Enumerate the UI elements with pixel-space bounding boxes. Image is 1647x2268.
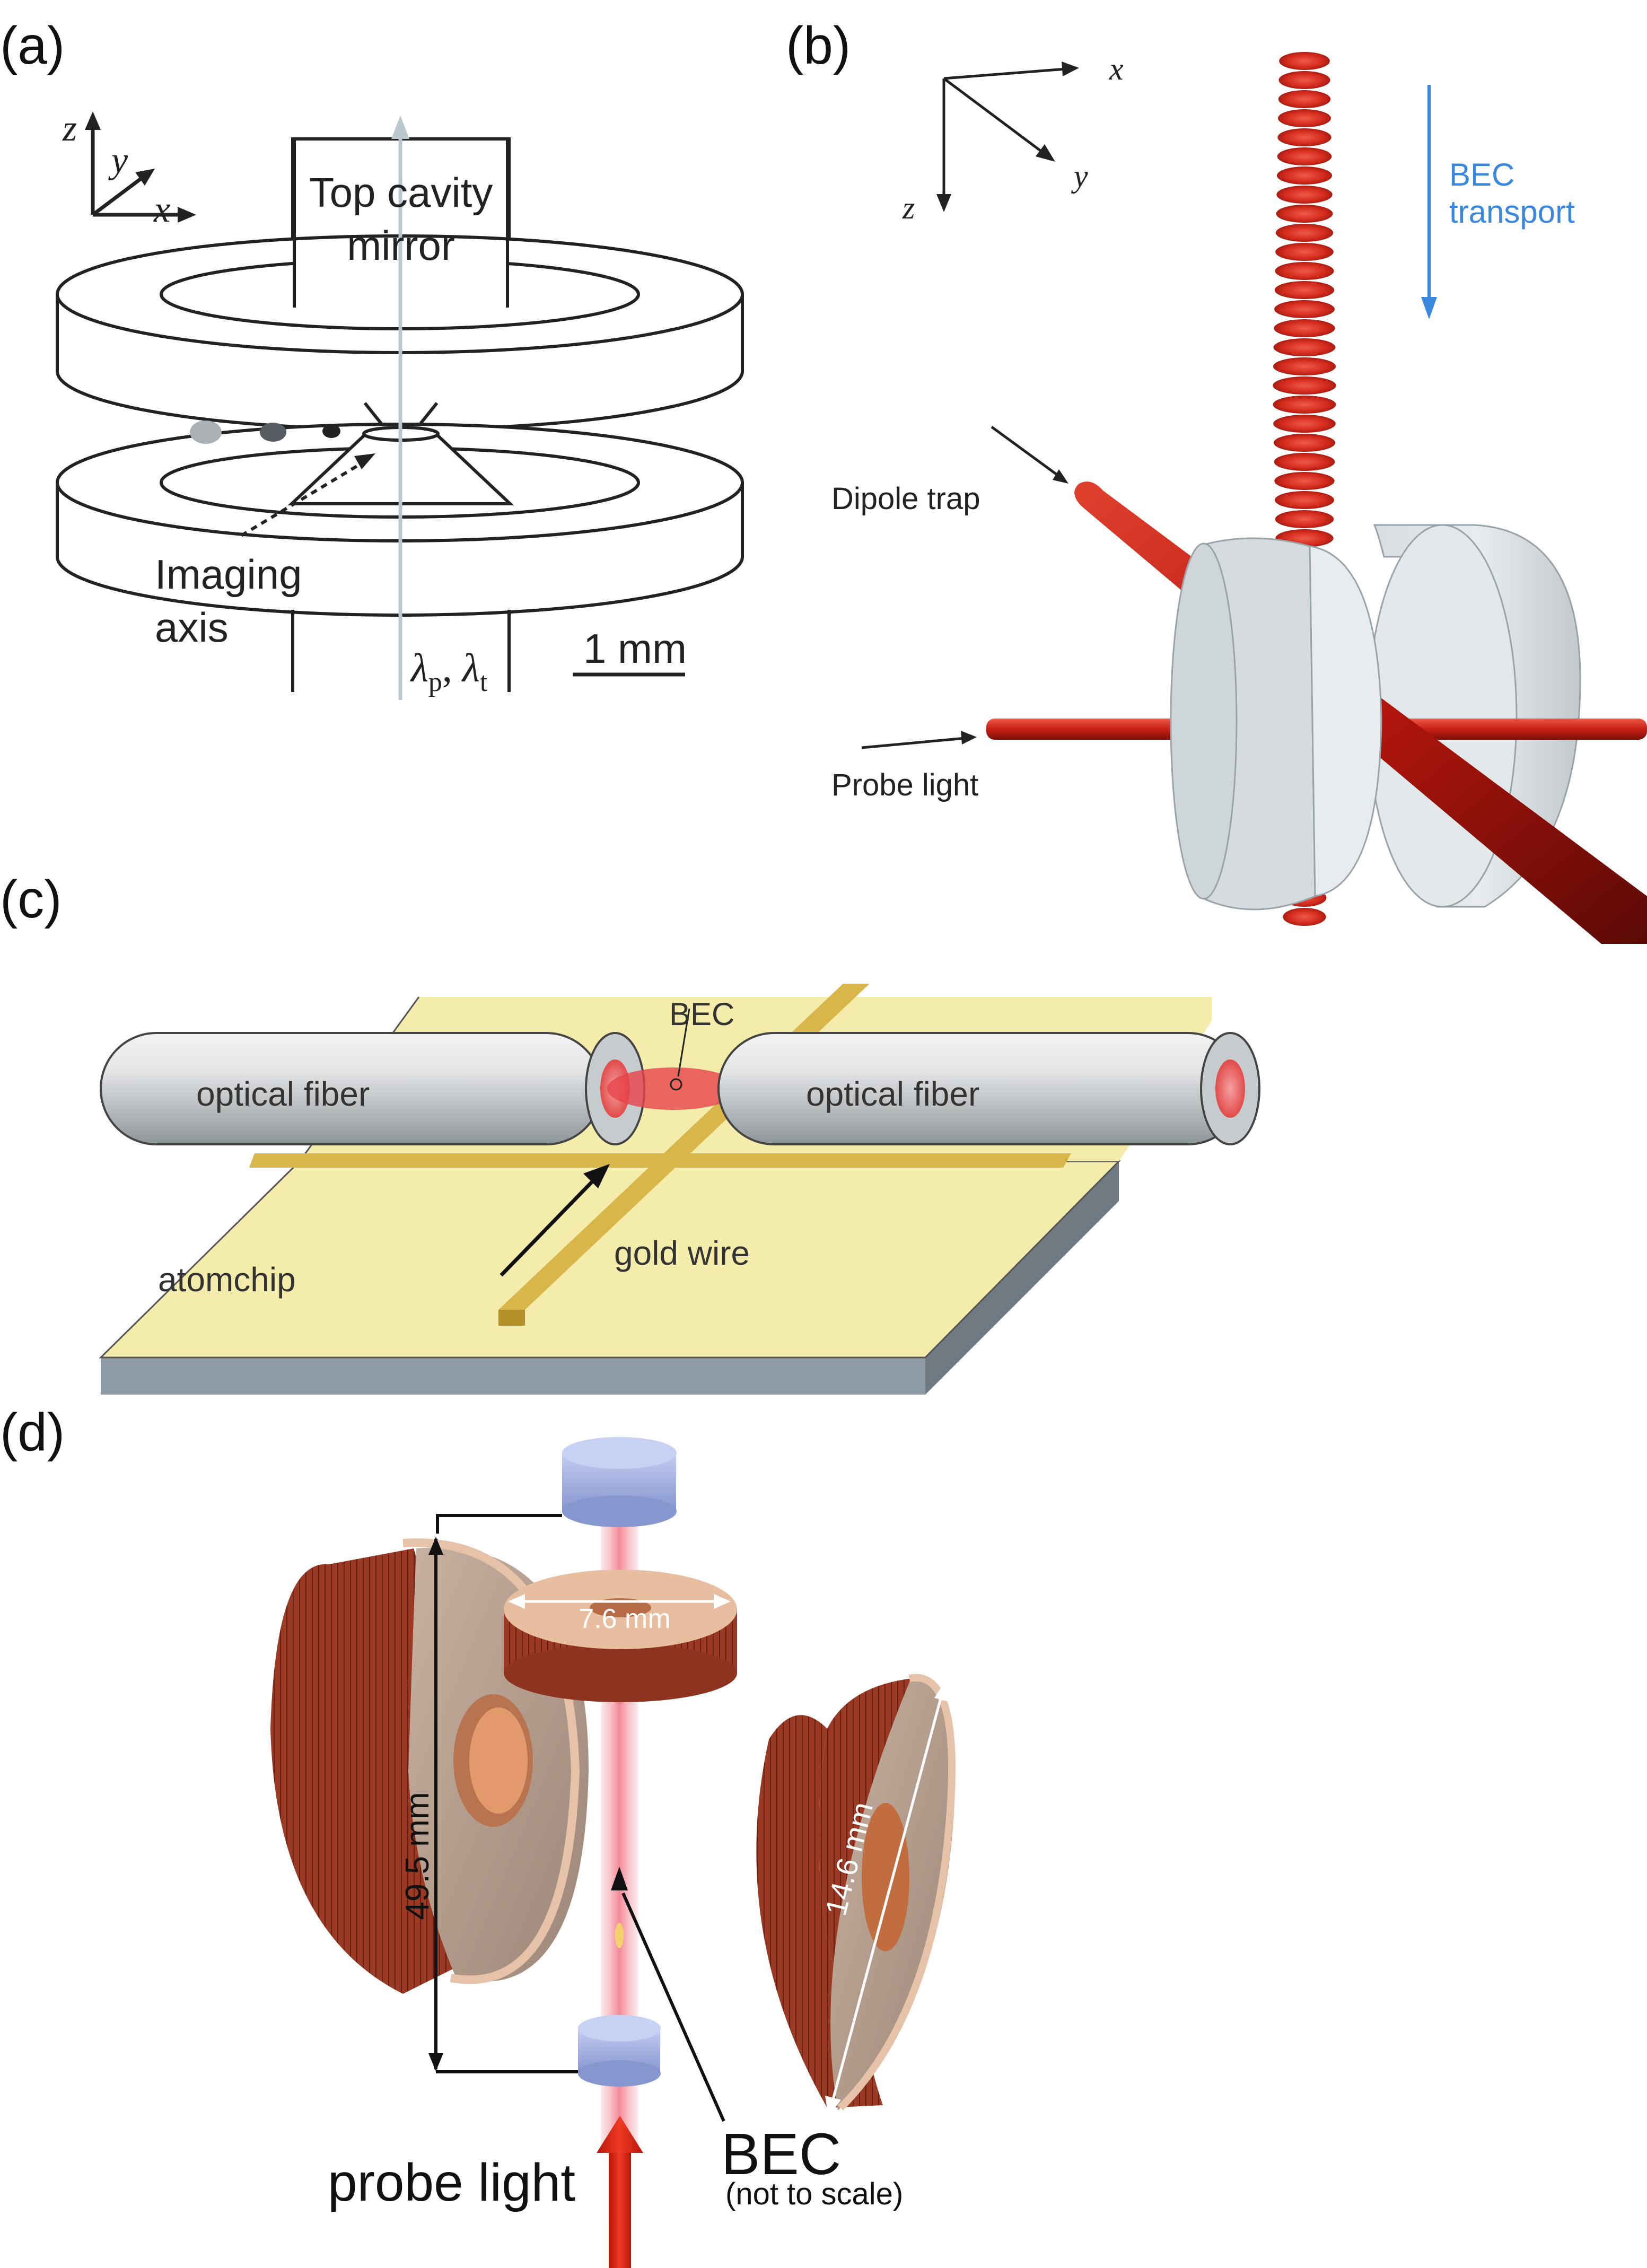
lambda-label: λp, λt (410, 646, 488, 697)
lattice-disc (1273, 396, 1336, 414)
mirror-label-line2: mirror (347, 222, 455, 269)
lattice-disc (1273, 357, 1336, 375)
lattice-disc (1279, 52, 1330, 70)
bec-note-label: (not to scale) (725, 2177, 903, 2211)
dim-height-label: 49.5 mm (399, 1792, 436, 1920)
lattice-disc (1275, 262, 1334, 280)
lattice-disc (1278, 109, 1331, 127)
lattice-disc (1274, 491, 1335, 509)
axis-x-label-a: x (153, 189, 170, 230)
lattice-disc (1274, 472, 1335, 490)
panel-b-label: (b) (786, 16, 851, 75)
axis-y-label-a: y (108, 140, 128, 181)
lattice-disc (1273, 376, 1336, 395)
panel-a: (a) z y x Top c (0, 0, 795, 711)
lattice-disc (1274, 300, 1335, 318)
lattice-disc (1276, 205, 1333, 223)
lattice-disc (1278, 90, 1331, 108)
optical-fiber-left (100, 1032, 645, 1145)
atom-cloud-3 (322, 424, 340, 438)
lattice-disc (1276, 167, 1333, 185)
scale-bar-label: 1 mm (583, 625, 687, 672)
optical-fiber-right (717, 1032, 1260, 1145)
panel-a-label: (a) (0, 16, 65, 75)
top-mirror-d (562, 1437, 677, 1527)
imaging-axis-arrow (240, 460, 366, 537)
lattice-disc (1273, 338, 1336, 356)
mirror-label-line1: Top cavity (309, 169, 493, 216)
bec-label-c: BEC (669, 996, 734, 1032)
bec-cloud (615, 1923, 624, 1948)
lattice-disc (1273, 434, 1336, 452)
axis-y-label-b: y (1071, 159, 1088, 194)
bec-dot (670, 1078, 682, 1091)
lattice-disc (1274, 319, 1335, 337)
axis-z-label-b: z (902, 190, 915, 225)
probe-light-pointer (861, 737, 966, 749)
coil-right (756, 1674, 956, 2111)
lattice-disc (1276, 186, 1333, 204)
axes-icon-b (936, 62, 1079, 212)
lattice-disc (1274, 281, 1335, 299)
fiber-left-label: optical fiber (196, 1075, 370, 1113)
bec-pointer-d (621, 1892, 725, 2122)
atomchip-label: atomchip (158, 1260, 296, 1299)
imaging-label-line2: axis (155, 604, 229, 651)
gold-wire-label: gold wire (614, 1234, 750, 1272)
dim-top-label: 7.6 mm (579, 1604, 670, 1634)
panel-d-label: (d) (0, 1403, 65, 1462)
coil-top (504, 1570, 737, 1702)
atom-cloud-2 (260, 423, 286, 442)
transport-label-line2: transport (1449, 194, 1575, 230)
dim-right-arrow (830, 1690, 944, 2106)
dipole-trap-pointer (991, 425, 1062, 479)
fiber-right-label: optical fiber (806, 1075, 979, 1113)
panel-b: (b) x y z BEC transport Dipole trap Prob… (785, 0, 1647, 944)
bec-label-d: BEC (721, 2122, 841, 2187)
axes-icon-a (85, 111, 196, 223)
lattice-disc (1275, 224, 1334, 242)
lattice-disc (1273, 415, 1336, 433)
lattice-disc (1283, 908, 1326, 926)
lattice-disc (1275, 243, 1334, 261)
axis-z-label-a: z (62, 108, 77, 149)
dipole-trap-label: Dipole trap (831, 481, 980, 516)
bec-pointer (677, 1008, 690, 1077)
wire-direction-arrow (500, 1178, 595, 1277)
bottom-mirror-d (578, 2015, 661, 2087)
lattice-disc (1275, 510, 1334, 528)
dimension-49-5 (434, 1514, 578, 2073)
cavity-mirror-left (1170, 537, 1382, 910)
probe-light-label-d: probe light (328, 2153, 575, 2212)
panel-d: (d) (0, 1400, 1647, 2268)
imaging-label-line1: Imaging (155, 551, 302, 598)
lattice-disc (1278, 71, 1330, 89)
panel-c: (c) BEC optical fiber optical fiber gold… (0, 864, 1299, 1395)
atom-cloud-1 (190, 421, 222, 444)
transport-label-line1: BEC (1449, 157, 1514, 192)
probe-light-arrow-d (609, 2137, 631, 2268)
panel-c-label: (c) (0, 870, 62, 929)
lattice-disc (1277, 128, 1331, 146)
probe-light-label-b: Probe light (831, 768, 978, 802)
lattice-disc (1274, 453, 1335, 471)
optical-axis-arrowhead (391, 116, 409, 139)
axis-x-label-b: x (1109, 51, 1124, 86)
lattice-disc (1277, 147, 1332, 165)
